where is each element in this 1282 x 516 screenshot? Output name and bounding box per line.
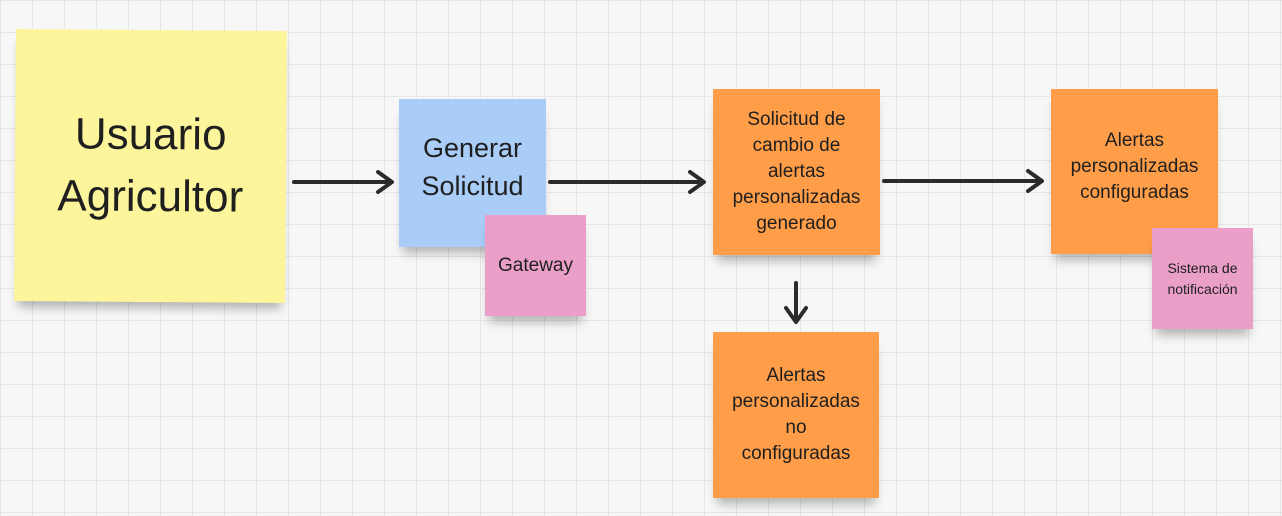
arrow-solicitud-to-configuradas[interactable] <box>882 169 1044 193</box>
sticky-note-solicitud-cambio[interactable]: Solicitud de cambio de alertas personali… <box>713 89 880 255</box>
sticky-note-alertas-configuradas[interactable]: Alertas personalizadas configuradas <box>1051 89 1218 254</box>
sticky-note-alertas-no-configuradas[interactable]: Alertas personalizadas no configuradas <box>713 332 879 498</box>
note-text: Alertas personalizadas no configuradas <box>732 365 860 464</box>
note-text: Sistema de notificación <box>1167 259 1238 297</box>
note-text: Generar Solicitud <box>421 133 524 201</box>
arrow-generar-to-solicitud[interactable] <box>548 170 706 194</box>
sticky-note-usuario-agricultor[interactable]: Usuario Agricultor <box>14 29 287 303</box>
arrow-solicitud-to-no-configuradas[interactable] <box>784 281 808 324</box>
note-text: Usuario Agricultor <box>57 109 244 222</box>
sticky-note-generar-solicitud[interactable]: Generar Solicitud <box>399 99 546 247</box>
sticky-note-sistema-notificacion[interactable]: Sistema de notificación <box>1152 228 1253 329</box>
note-text: Alertas personalizadas configuradas <box>1070 129 1199 203</box>
note-text: Solicitud de cambio de alertas personali… <box>732 109 861 234</box>
sticky-note-gateway[interactable]: Gateway <box>485 215 586 316</box>
note-text: Gateway <box>498 254 573 276</box>
arrow-usuario-to-generar[interactable] <box>292 170 394 194</box>
